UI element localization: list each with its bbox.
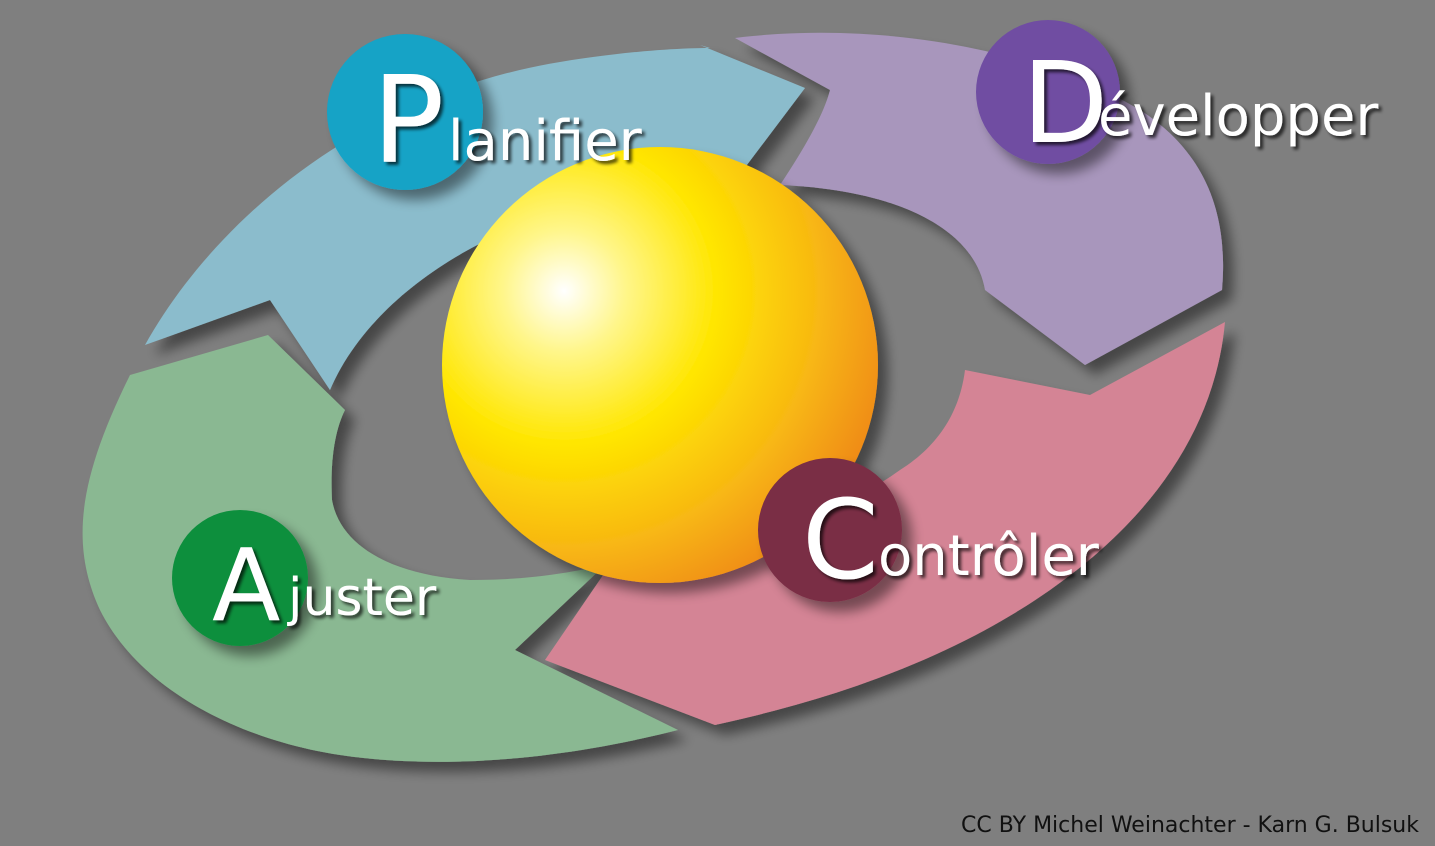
phase-badge-do [976,20,1120,164]
phase-initial-check: C [802,476,879,604]
arrow-plan [145,45,805,390]
phase-word-plan: lanifier [448,109,643,174]
phase-word-do: évelopper [1098,84,1379,149]
phase-word-check: ontrôler [878,524,1100,589]
arrow-act [82,335,678,762]
phase-word-act: juster [287,568,437,628]
phase-badge-check [758,458,902,602]
phase-initial-do: D [1022,39,1108,169]
center-sphere [442,147,878,583]
phase-initial-act: A [212,527,280,644]
phase-badge-plan [327,34,483,190]
credit-line: CC BY Michel Weinachter - Karn G. Bulsuk [961,813,1419,838]
phase-badge-act [172,510,308,646]
phase-initial-plan: P [372,52,444,191]
